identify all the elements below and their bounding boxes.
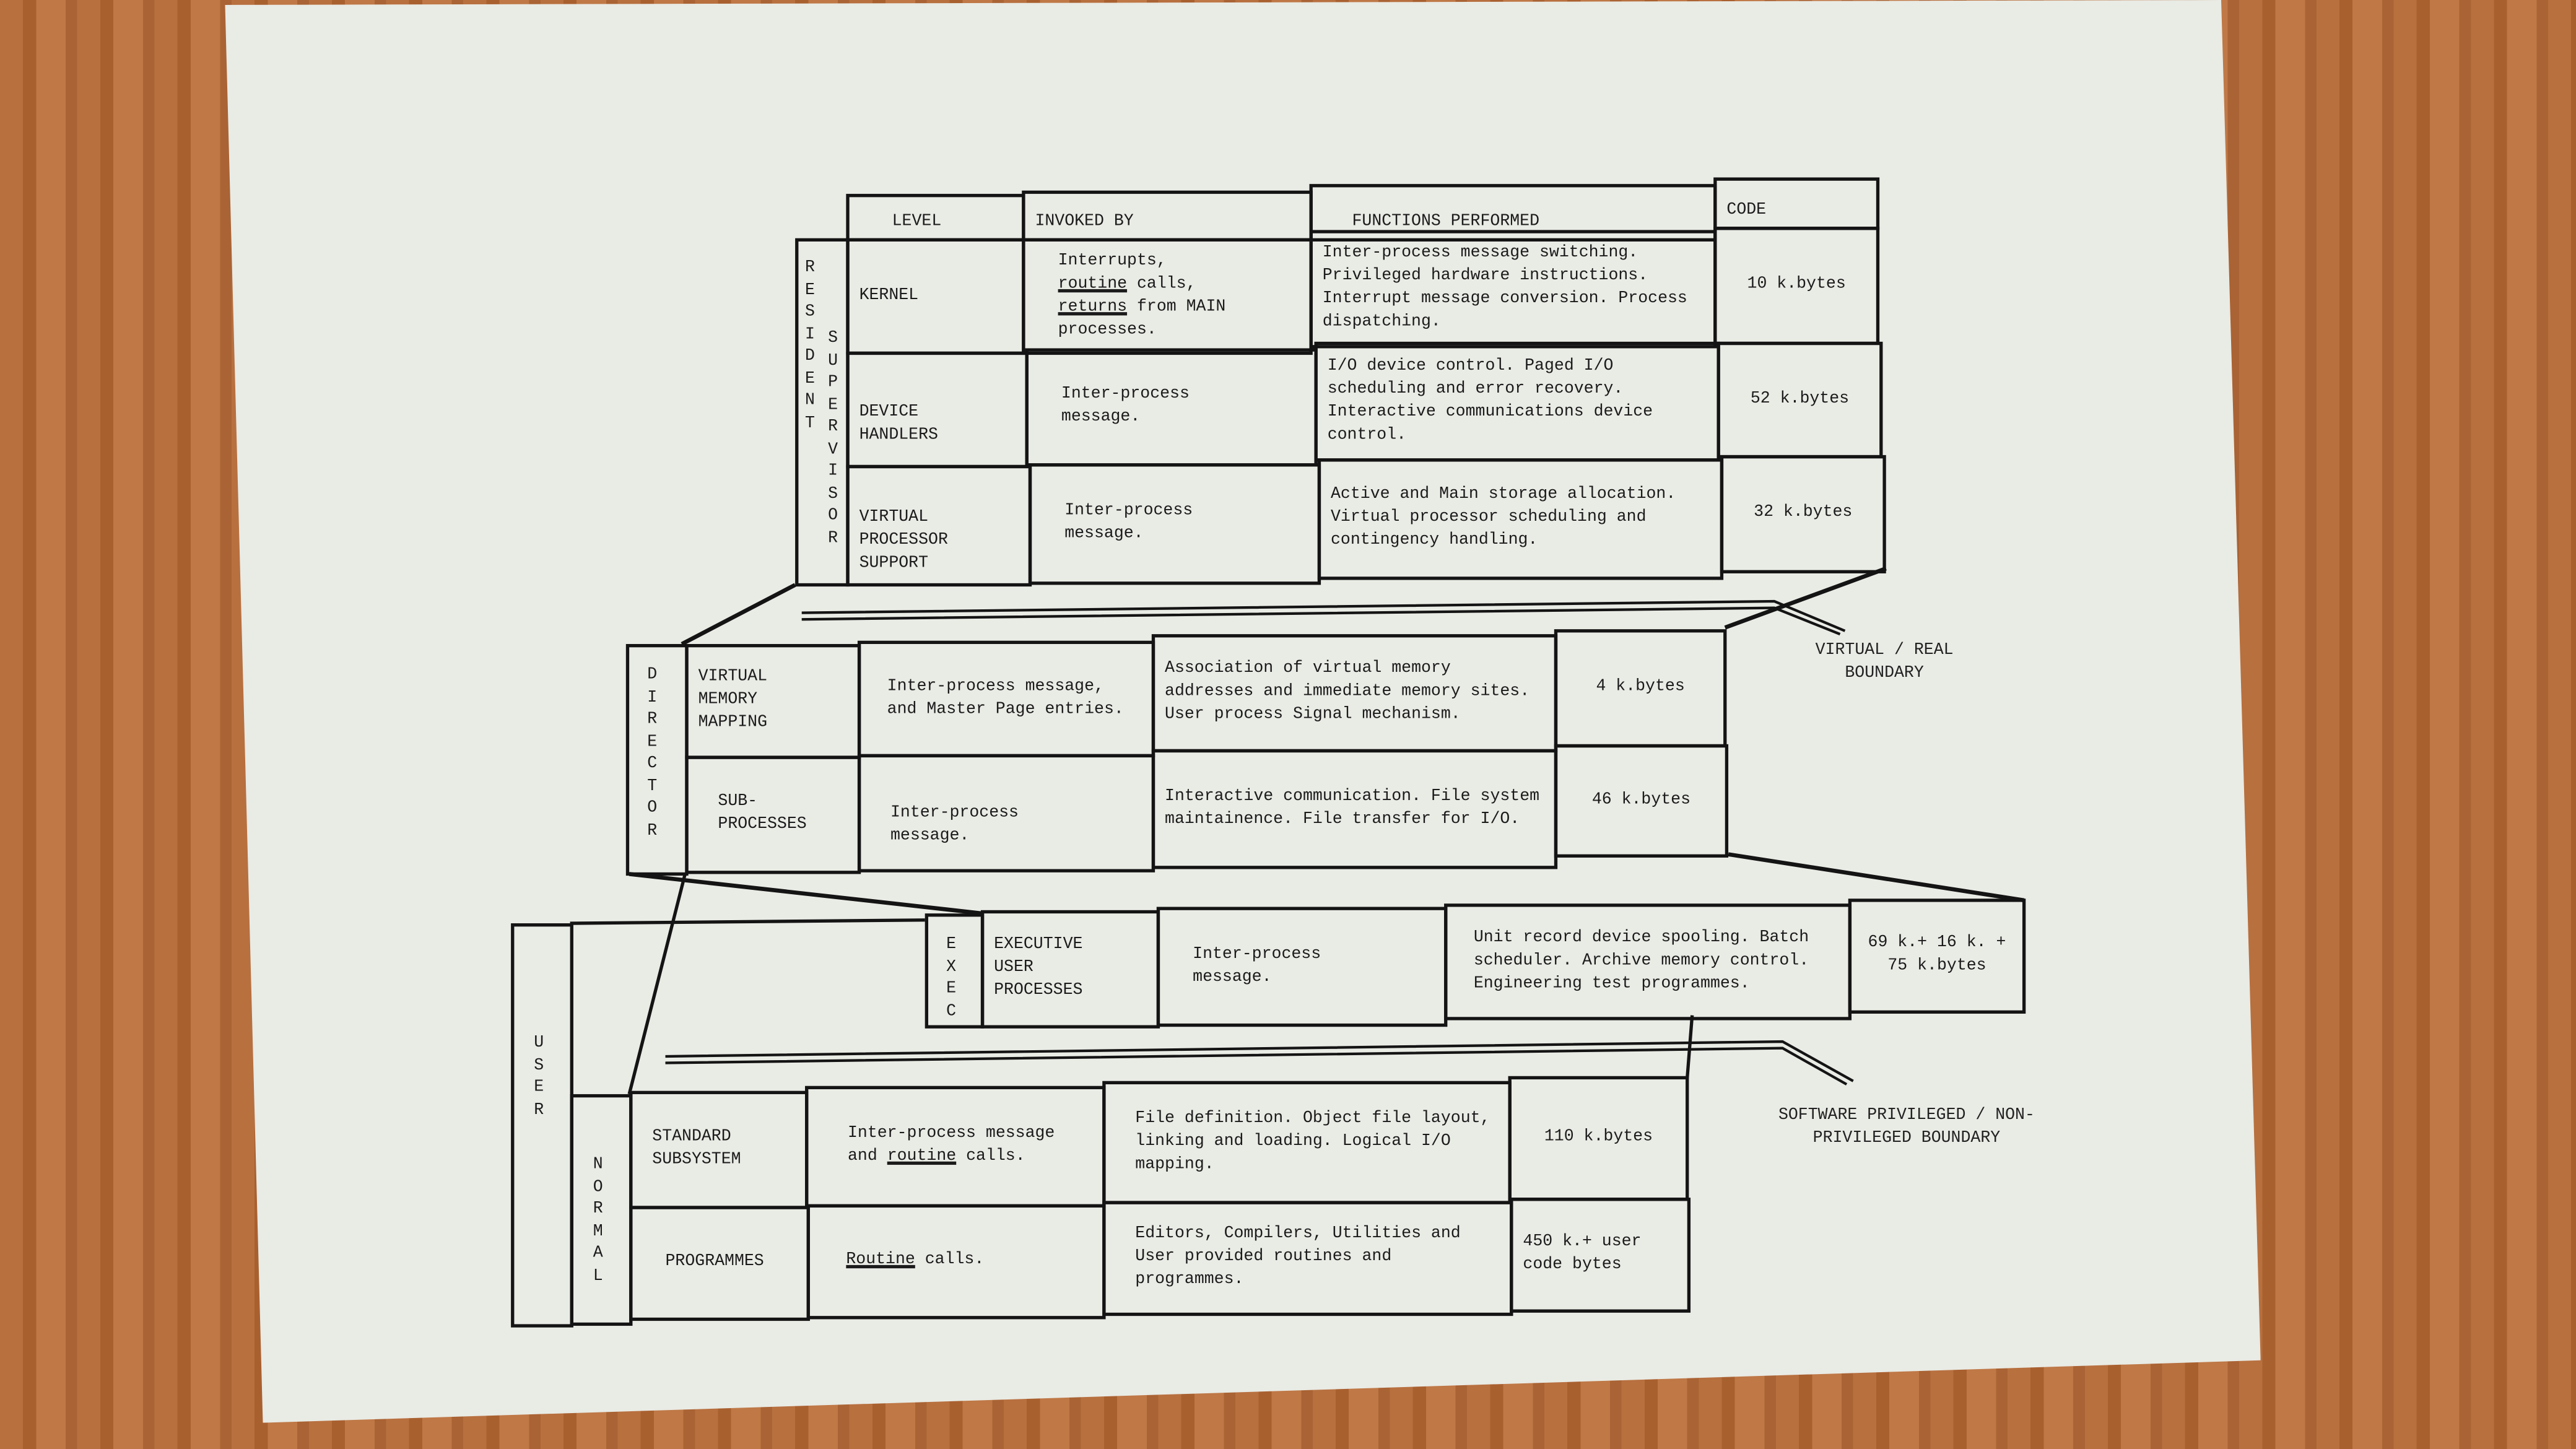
exec-code: 69 k.+ 16 k. + 75 k.bytes xyxy=(1848,899,2026,1014)
software-boundary-line xyxy=(665,1040,1854,1086)
functions-text: Unit record device spooling. Batch sched… xyxy=(1473,929,1809,993)
director-exec-connector xyxy=(629,852,2025,916)
supervisor-director-connector xyxy=(681,566,1887,646)
standard-subsystem-invoked: Inter-process message and routine calls. xyxy=(805,1086,1106,1208)
invoked-text: Inter-process message. xyxy=(890,805,1019,846)
code-text: 69 k.+ 16 k. + 75 k.bytes xyxy=(1868,934,2006,976)
subprocesses-code: 46 k.bytes xyxy=(1554,744,1729,858)
user-label-column xyxy=(511,923,573,1328)
header-level: LEVEL xyxy=(846,194,1025,242)
exec-functions: Unit record device spooling. Batch sched… xyxy=(1444,903,1852,1020)
vps-code: 32 k.bytes xyxy=(1720,455,1886,573)
exec-invoked: Inter-process message. xyxy=(1156,907,1448,1027)
standard-subsystem-functions: File definition. Object file layout, lin… xyxy=(1102,1081,1512,1204)
level-text: EXECUTIVE USER PROCESSES xyxy=(994,936,1083,1001)
level-text: STANDARD SUBSYSTEM xyxy=(652,1128,741,1170)
text: from MAIN processes. xyxy=(1058,298,1226,339)
programmes-functions: Editors, Compilers, Utilities and User p… xyxy=(1102,1201,1513,1316)
device-handlers-code: 52 k.bytes xyxy=(1717,341,1883,459)
vps-level: VIRTUAL PROCESSOR SUPPORT xyxy=(846,464,1032,587)
text-underlined: returns xyxy=(1058,298,1128,316)
subprocesses-level: SUB-PROCESSES xyxy=(685,755,861,874)
subprocesses-invoked: Inter-process message. xyxy=(857,754,1155,872)
invoked-text: Inter-process message. xyxy=(1193,945,1321,987)
level-text: VIRTUAL MEMORY MAPPING xyxy=(698,668,768,733)
programmes-level: PROGRAMMES xyxy=(629,1206,810,1321)
kernel-invoked: Interrupts, routine calls, returns from MA… xyxy=(1022,238,1313,355)
code-text: 32 k.bytes xyxy=(1754,504,1853,523)
virtual-real-boundary-line xyxy=(801,599,1846,636)
text: calls. xyxy=(956,1148,1025,1167)
kernel-level: KERNEL xyxy=(846,238,1025,355)
vmm-level: VIRTUAL MEMORY MAPPING xyxy=(685,644,861,759)
vmm-invoked: Inter-process message, and Master Page e… xyxy=(857,640,1155,758)
code-text: 10 k.bytes xyxy=(1747,276,1846,294)
text-underlined: routine xyxy=(1058,275,1128,294)
text-underlined: routine xyxy=(887,1148,957,1167)
text: Inter-process message and xyxy=(847,1125,1055,1167)
subprocesses-functions: Interactive communication. File system m… xyxy=(1151,749,1558,869)
kernel-code: 10 k.bytes xyxy=(1713,227,1880,346)
director-normal-connector xyxy=(627,873,1694,1095)
header-level-text: LEVEL xyxy=(892,213,942,232)
resident-label: RESIDENT xyxy=(804,259,815,433)
virtual-real-boundary-label: VIRTUAL / REAL BOUNDARY xyxy=(1815,642,1954,684)
functions-text: Association of virtual memory addresses … xyxy=(1165,660,1530,725)
level-text: DEVICE HANDLERS xyxy=(859,404,938,445)
user-top-edge xyxy=(570,918,925,925)
device-handlers-functions: I/O device control. Paged I/O scheduling… xyxy=(1314,341,1720,462)
text-underlined: Routine xyxy=(846,1251,915,1270)
vmm-code: 4 k.bytes xyxy=(1554,629,1727,748)
user-label: USER xyxy=(534,1035,544,1120)
standard-subsystem-level: STANDARD SUBSYSTEM xyxy=(629,1090,809,1209)
level-text: VIRTUAL PROCESSOR SUPPORT xyxy=(859,509,948,573)
functions-text: File definition. Object file layout, lin… xyxy=(1135,1110,1490,1174)
invoked-text: Inter-process message. xyxy=(1064,502,1193,544)
header-invoked-by: INVOKED BY xyxy=(1022,190,1313,242)
functions-text: Inter-process message switching. Privile… xyxy=(1322,245,1687,332)
text: Interrupts, xyxy=(1058,252,1167,271)
code-text: 110 k.bytes xyxy=(1544,1128,1653,1147)
invoked-text: Inter-process message, and Master Page e… xyxy=(887,677,1124,719)
kernel-functions: Inter-process message switching. Privile… xyxy=(1309,230,1717,349)
programmes-invoked: Routine calls. xyxy=(806,1204,1106,1320)
code-text: 52 k.bytes xyxy=(1750,390,1850,409)
level-text: SUB-PROCESSES xyxy=(718,793,807,835)
invoked-text: Routine calls. xyxy=(846,1250,1092,1273)
code-text: 450 k.+ user code bytes xyxy=(1523,1234,1642,1275)
header-code: CODE xyxy=(1713,177,1880,230)
level-text: PROGRAMMES xyxy=(665,1253,764,1272)
header-invoked-text: INVOKED BY xyxy=(1035,213,1134,232)
exec-label: EXEC xyxy=(946,936,957,1021)
text: calls. xyxy=(915,1251,985,1270)
header-code-text: CODE xyxy=(1726,202,1767,220)
standard-subsystem-code: 110 k.bytes xyxy=(1508,1076,1689,1201)
vmm-functions: Association of virtual memory addresses … xyxy=(1151,634,1558,753)
device-handlers-level: DEVICE HANDLERS xyxy=(846,351,1029,469)
functions-text: I/O device control. Paged I/O scheduling… xyxy=(1327,357,1653,445)
text: calls, xyxy=(1127,275,1196,294)
code-text: 46 k.bytes xyxy=(1591,791,1691,809)
vps-invoked: Inter-process message. xyxy=(1028,463,1321,585)
invoked-text: Interrupts, routine calls, returns from MA… xyxy=(1058,251,1300,343)
programmes-code: 450 k.+ user code bytes xyxy=(1510,1198,1691,1313)
invoked-text: Inter-process message. xyxy=(1061,386,1190,427)
level-text: KERNEL xyxy=(859,286,919,305)
director-label: DIRECTOR xyxy=(647,667,658,841)
device-handlers-invoked: Inter-process message. xyxy=(1025,348,1318,467)
vps-functions: Active and Main storage allocation. Virt… xyxy=(1317,458,1724,580)
functions-text: Interactive communication. File system m… xyxy=(1165,788,1540,829)
functions-text: Editors, Compilers, Utilities and User p… xyxy=(1135,1225,1461,1290)
normal-label: NORMAL xyxy=(593,1156,603,1286)
supervisor-label: SUPERVISOR xyxy=(828,330,838,548)
exec-level: EXECUTIVE USER PROCESSES xyxy=(980,910,1160,1029)
header-functions: FUNCTIONS PERFORMED xyxy=(1309,184,1717,242)
functions-text: Active and Main storage allocation. Virt… xyxy=(1331,486,1676,550)
header-functions-text: FUNCTIONS PERFORMED xyxy=(1352,213,1540,232)
software-boundary-label: SOFTWARE PRIVILEGED / NON-PRIVILEGED BOU… xyxy=(1778,1107,2035,1149)
invoked-text: Inter-process message and routine calls. xyxy=(848,1124,1092,1170)
code-text: 4 k.bytes xyxy=(1596,678,1685,697)
